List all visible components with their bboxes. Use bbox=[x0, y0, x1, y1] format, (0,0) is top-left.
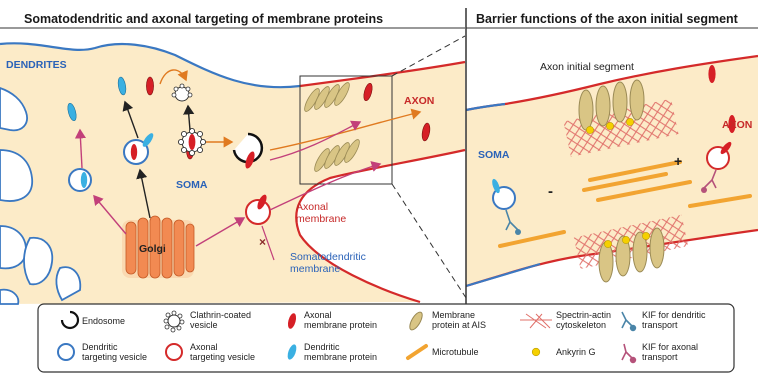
legend-label: membrane protein bbox=[304, 352, 377, 362]
legend-label: Microtubule bbox=[432, 347, 479, 357]
legend-label: Membrane bbox=[432, 310, 475, 320]
label-axon: AXON bbox=[404, 95, 434, 107]
minus-end: - bbox=[548, 183, 553, 200]
clathrin-vesicle-icon bbox=[164, 311, 184, 332]
legend-label: KIF for axonal bbox=[642, 342, 698, 352]
label-soma-right: SOMA bbox=[478, 149, 510, 161]
ankyrin-g-icon bbox=[532, 348, 540, 356]
plus-end: + bbox=[674, 153, 682, 169]
label-axon-right: AXON bbox=[722, 119, 752, 131]
right-panel-title: Barrier functions of the axon initial se… bbox=[476, 12, 739, 26]
legend-label: cytoskeleton bbox=[556, 320, 606, 330]
legend-label: protein at AIS bbox=[432, 320, 486, 330]
left-panel-title: Somatodendritic and axonal targeting of … bbox=[24, 12, 383, 26]
label-dendrites: DENDRITES bbox=[6, 59, 67, 71]
label-sd-membrane-1: Somatodendritic bbox=[290, 251, 366, 263]
axonal-vesicle-icon bbox=[166, 344, 182, 360]
right-panel: - + Axon initial segment SOMA AXON Barri… bbox=[466, 8, 758, 304]
legend-label: Dendritic bbox=[304, 342, 340, 352]
blocked-mark: × bbox=[259, 235, 266, 249]
legend-label: Dendritic bbox=[82, 342, 118, 352]
legend-label: targeting vesicle bbox=[82, 352, 147, 362]
label-golgi: Golgi bbox=[139, 243, 166, 255]
clathrin-vesicle bbox=[178, 128, 205, 155]
dendritic-vesicle-icon bbox=[58, 344, 74, 360]
label-axonal-membrane-2: membrane bbox=[296, 213, 346, 225]
legend-label: Ankyrin G bbox=[556, 347, 596, 357]
axonal-protein bbox=[708, 65, 715, 83]
label-sd-membrane-2: membrane bbox=[290, 263, 340, 275]
axonal-protein bbox=[146, 77, 153, 95]
legend-label: Clathrin-coated bbox=[190, 310, 251, 320]
legend-label: targeting vesicle bbox=[190, 352, 255, 362]
legend-label: KIF for dendritic bbox=[642, 310, 706, 320]
legend-label: Spectrin-actin bbox=[556, 310, 611, 320]
left-panel: × DENDRITES SOMA AXON Golgi Axonal membr… bbox=[0, 8, 470, 304]
label-axonal-membrane-1: Axonal bbox=[296, 201, 328, 213]
legend-label: transport bbox=[642, 320, 678, 330]
legend: Endosome Clathrin-coated vesicle Axonal … bbox=[38, 304, 734, 372]
legend-label: vesicle bbox=[190, 320, 218, 330]
legend-label: membrane protein bbox=[304, 320, 377, 330]
legend-label: Axonal bbox=[190, 342, 218, 352]
legend-label: transport bbox=[642, 352, 678, 362]
label-soma: SOMA bbox=[176, 179, 208, 191]
legend-label: Endosome bbox=[82, 316, 125, 326]
dendritic-vesicle bbox=[69, 169, 91, 191]
legend-label: Axonal bbox=[304, 310, 332, 320]
label-ais: Axon initial segment bbox=[540, 61, 634, 73]
